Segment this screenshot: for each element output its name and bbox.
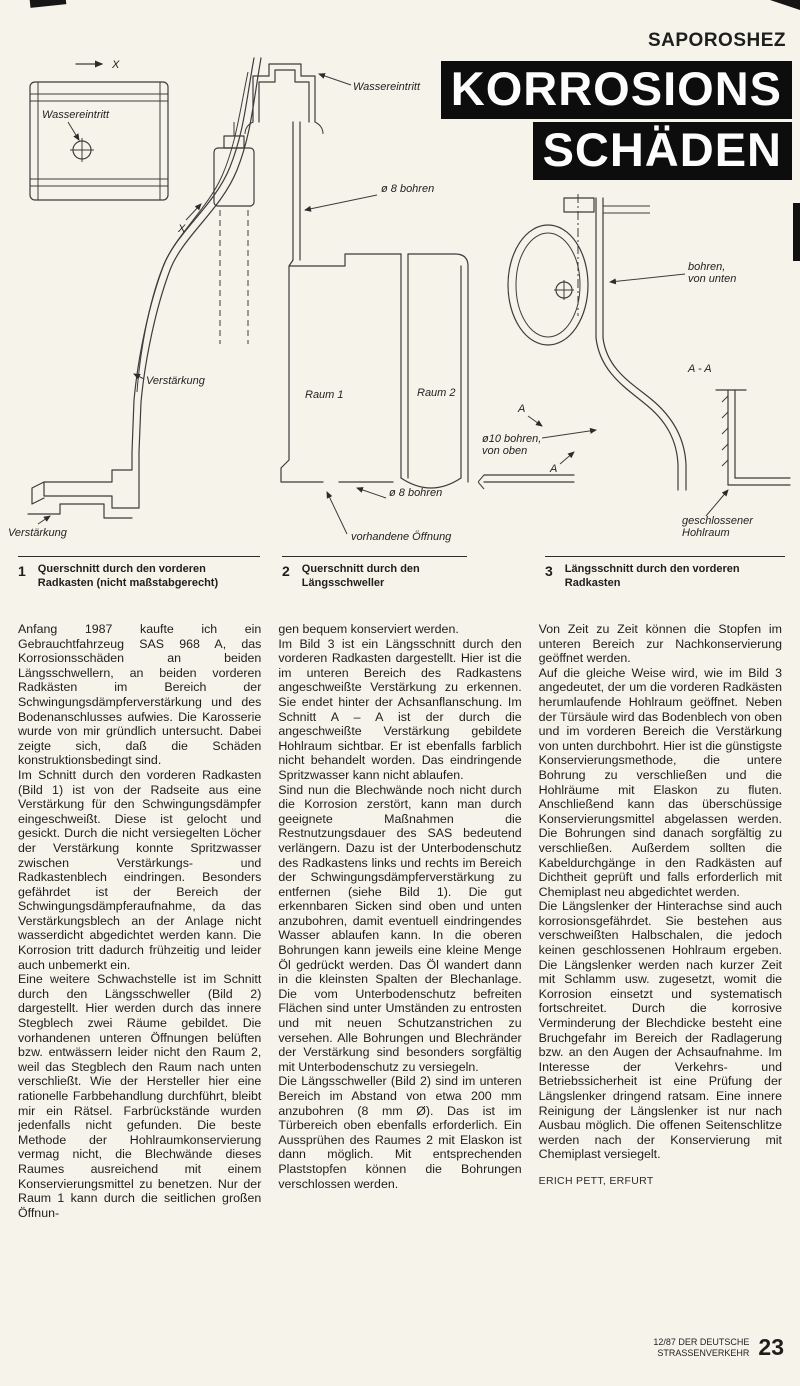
sill-foot-profile: [27, 451, 140, 519]
body-paragraph: Sind nun die Blechwände noch nicht durch…: [278, 782, 522, 1074]
label-raum1: Raum 1: [305, 389, 344, 401]
label-x-mark: X: [177, 223, 186, 235]
figure-number: 1: [18, 563, 26, 579]
brand-name: SAPOROSHEZ: [647, 30, 786, 51]
scan-artifact: [29, 0, 67, 8]
label-bohren-top: ø 8 bohren: [381, 183, 434, 195]
leader-arrow: [318, 73, 352, 86]
view-direction-arrow: X: [75, 59, 120, 71]
page-title: KORROSIONS SCHÄDEN: [440, 58, 792, 180]
label-hohlraum-1: geschlossener: [682, 515, 754, 527]
section-aa-view: [715, 389, 791, 486]
damper-mount: [213, 122, 255, 344]
body-paragraph: gen bequem konserviert werden.: [278, 622, 459, 636]
leader-arrow: [609, 273, 686, 285]
leader-arrow: [527, 415, 543, 427]
leader-arrow: [705, 489, 729, 517]
column-paragraphs: Von Zeit zu Zeit können die Stopfen im u…: [539, 622, 782, 1162]
author-byline: ERICH PETT, ERFURT: [538, 1174, 654, 1187]
text-column-1: Anfang 1987 kaufte ich ein Gebrauchtfahr…: [18, 622, 261, 1330]
figure-caption-text: Querschnitt durch den vorderen Radkasten…: [37, 563, 219, 589]
label-verstaerkung-bottom: Verstärkung: [8, 527, 68, 539]
leader-arrow: [133, 373, 145, 380]
issue-line-1: 12/87 DER DEUTSCHE: [653, 1337, 750, 1347]
body-paragraph: Von Zeit zu Zeit können die Stopfen im u…: [538, 622, 782, 666]
body-paragraph: Die Längsschweller (Bild 2) sind im unte…: [278, 1074, 522, 1191]
leader-arrow: [67, 121, 80, 141]
figure-1-drawing: X Wassereintritt X: [8, 57, 262, 539]
figure-2-drawing: Wassereintritt ø 8 bohren Raum 1 Raum 2 …: [244, 63, 469, 543]
body-paragraph: Im Bild 3 ist ein Längsschnitt durch den…: [278, 636, 522, 782]
panel-section: [29, 81, 169, 201]
strut-tower: [563, 197, 650, 339]
wheel: [507, 224, 589, 346]
figure-3-drawing: bohren, von unten A A ø10 bohren, von ob…: [478, 194, 791, 539]
label-bohren-oben-1: ø10 bohren,: [482, 433, 541, 445]
label-a2: A: [549, 463, 557, 475]
leader-arrow: [326, 491, 348, 535]
body-paragraph: Anfang 1987 kaufte ich ein Gebrauchtfahr…: [18, 622, 262, 768]
leader-arrow: [37, 515, 51, 525]
web-plate: [292, 121, 301, 261]
body-paragraph: Eine weitere Schwachstelle ist im Schnit…: [18, 972, 262, 1220]
figure-number: 3: [545, 563, 553, 579]
figure-number: 2: [282, 563, 290, 579]
leader-arrow: [541, 427, 597, 439]
leader-arrow: [356, 487, 387, 499]
leader-arrow: [304, 194, 378, 212]
figure-2-caption: 2 Querschnitt durch den Längsschweller: [282, 556, 467, 590]
wheel-arch-profile: [131, 57, 262, 453]
label-raum2: Raum 2: [417, 387, 456, 399]
figure-caption-text: Querschnitt durch den Längsschweller: [301, 563, 420, 589]
label-bohren-unten-1: bohren,: [688, 261, 725, 273]
title-line-2: SCHÄDEN: [532, 122, 792, 180]
label-oeffnung: vorhandene Öffnung: [351, 531, 452, 543]
label-verstaerkung-mid: Verstärkung: [146, 375, 206, 387]
body-paragraph: Auf die gleiche Weise wird, wie im Bild …: [538, 665, 782, 899]
label-bohren-oben-2: von oben: [482, 445, 527, 457]
label-a1: A: [517, 403, 525, 415]
issue-info: 12/87 DER DEUTSCHE STRASSENVERKEHR: [653, 1337, 749, 1358]
top-channel-profile: [244, 63, 324, 135]
scan-artifact: [770, 0, 800, 10]
label-wassereintritt: Wassereintritt: [353, 81, 421, 93]
body-profile: [478, 337, 687, 491]
issue-line-2: STRASSENVERKEHR: [657, 1347, 750, 1358]
text-column-3: Von Zeit zu Zeit können die Stopfen im u…: [539, 622, 782, 1330]
label-section-aa: A - A: [687, 363, 712, 375]
leader-arrow: [185, 203, 202, 221]
page-number: 23: [758, 1334, 784, 1360]
article-body: Anfang 1987 kaufte ich ein Gebrauchtfahr…: [18, 622, 782, 1330]
text-column-2: gen bequem konserviert werden.Im Bild 3 …: [278, 622, 521, 1330]
figure-3-caption: 3 Längsschnitt durch den vorderen Radkast…: [545, 556, 785, 590]
page-footer: 12/87 DER DEUTSCHE STRASSENVERKEHR 23: [653, 1334, 784, 1361]
body-paragraph: Im Schnitt durch den vorderen Radkasten …: [18, 767, 262, 972]
label-hohlraum-2: Hohlraum: [682, 527, 730, 539]
figure-1-caption: 1 Querschnitt durch den vorderen Radkaste…: [18, 556, 260, 590]
label-bohren-unten-2: von unten: [688, 273, 736, 285]
label-bohren-bottom: ø 8 bohren: [389, 487, 442, 499]
figure-caption-text: Längsschnitt durch den vorderen Radkaste…: [564, 563, 740, 589]
scan-artifact: [793, 203, 800, 261]
title-line-1: KORROSIONS: [440, 61, 792, 119]
label-x-arrow: X: [111, 59, 120, 71]
body-paragraph: Die Längslenker der Hinterachse sind auc…: [538, 899, 782, 1162]
sill-chambers: [280, 253, 469, 489]
label-wassereintritt: Wassereintritt: [42, 109, 110, 121]
leader-arrow: [559, 451, 575, 465]
